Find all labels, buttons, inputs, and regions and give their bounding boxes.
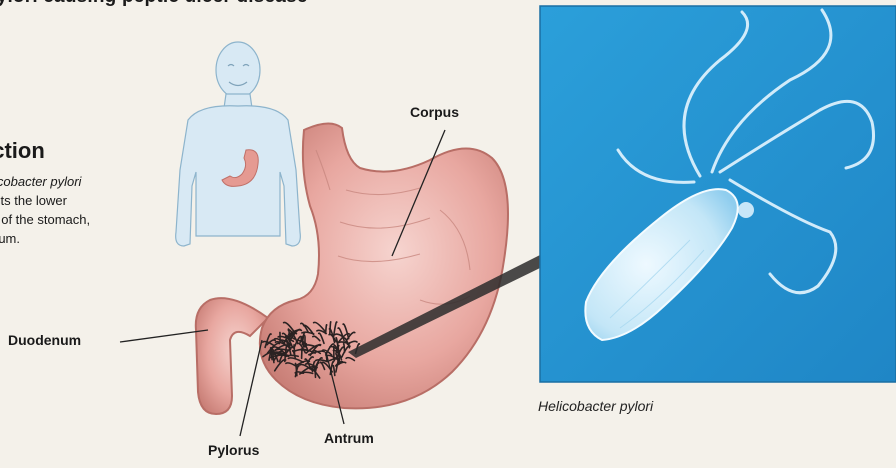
micrograph-photo [540,6,896,382]
label-corpus: Corpus [410,104,459,120]
human-figure [176,42,301,246]
description-line-3: t of the stomach, [0,210,164,229]
section-heading: ection [0,138,45,164]
photo-caption: Helicobacter pylori [538,398,653,414]
label-pylorus: Pylorus [208,442,259,458]
figure-title: H. pylori causing peptic ulcer disease [0,0,308,8]
bacterium-mark [302,348,303,358]
description-line-4: rum. [0,229,164,248]
description-line-2: cts the lower [0,191,164,210]
description-line-1: icobacter pylori [0,172,164,191]
infection-description: icobacter pylori cts the lower t of the … [0,172,164,248]
label-antrum: Antrum [324,430,374,446]
label-duodenum: Duodenum [8,332,81,348]
